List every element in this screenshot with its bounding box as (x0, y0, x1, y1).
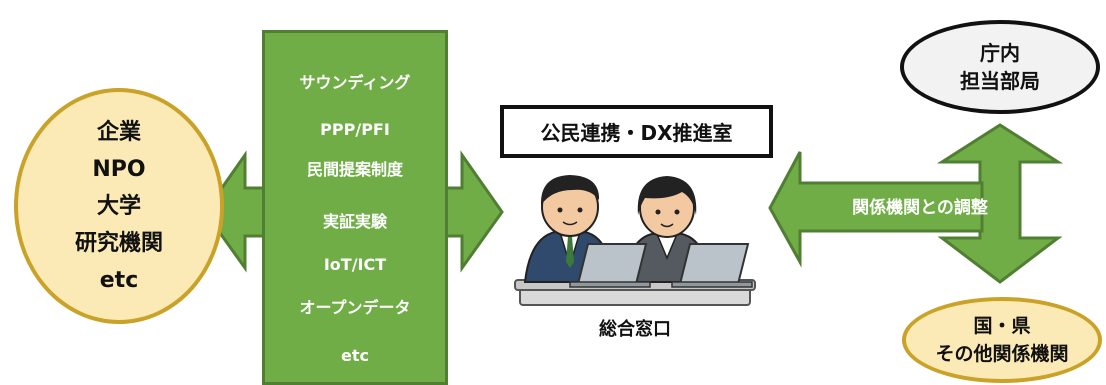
laptop-left (569, 243, 651, 288)
laptop-right (671, 243, 753, 288)
initiatives-panel: サウンディング PPP/PFI 民間提案制度 実証実験 IoT/ICT オープン… (262, 30, 448, 385)
group-line: NPO (92, 156, 146, 182)
office-title-text: 公民連携・DX推進室 (540, 121, 733, 145)
private-sector-group: 企業 NPO 大学 研究機関 etc (14, 88, 224, 324)
department-line: 庁内 (980, 41, 1020, 65)
vertical-double-arrow (936, 123, 1064, 284)
internal-departments: 庁内 担当部局 (900, 20, 1100, 114)
group-line: 研究機関 (74, 230, 163, 256)
office-title: 公民連携・DX推進室 (500, 105, 773, 158)
agency-line: 国・県 (973, 315, 1031, 337)
coordination-label: 関係機関との調整 (852, 198, 988, 218)
coordination-arrow (768, 151, 984, 268)
staff-man (523, 175, 614, 283)
initiative-item: IoT/ICT (323, 255, 387, 274)
contact-caption: 総合窓口 (599, 319, 671, 340)
initiative-item: etc (341, 346, 369, 365)
department-line: 担当部局 (960, 69, 1040, 93)
external-agencies: 国・県 その他関係機関 (902, 297, 1102, 383)
initiative-item: オープンデータ (299, 298, 411, 317)
initiative-item: サウンディング (299, 73, 411, 92)
initiative-item: 実証実験 (322, 212, 387, 231)
agency-line: その他関係機関 (935, 343, 1069, 365)
group-line: 企業 (96, 119, 141, 145)
initiative-item: PPP/PFI (320, 120, 390, 139)
group-line: 大学 (96, 193, 141, 219)
office-staff-illustration (514, 175, 756, 306)
group-line: etc (99, 267, 139, 293)
initiative-item: 民間提案制度 (306, 160, 403, 179)
